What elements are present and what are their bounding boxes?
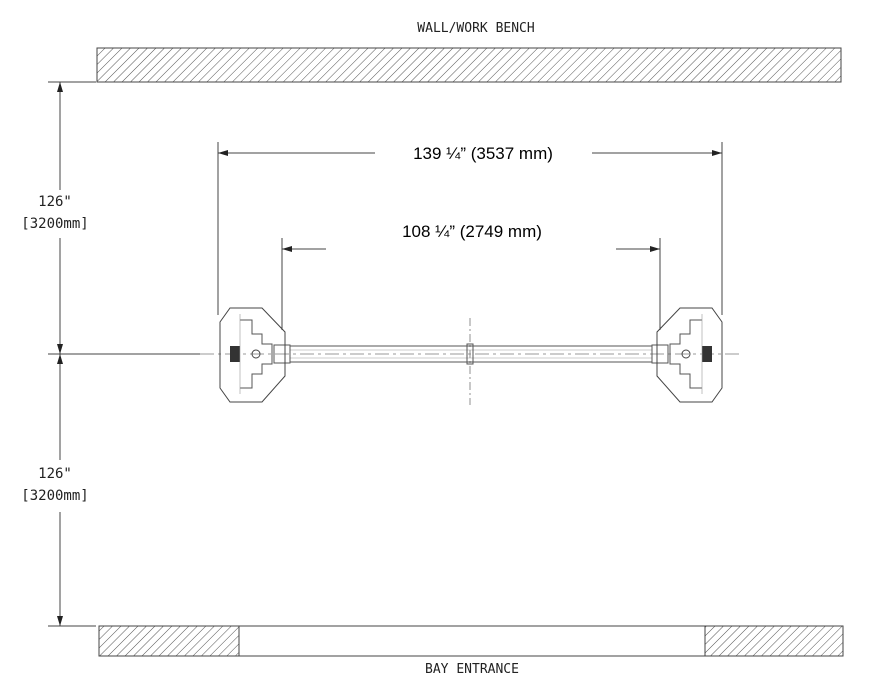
bottom-wall-left-hatch xyxy=(98,625,240,657)
top-wall-label: WALL/WORK BENCH xyxy=(417,21,534,36)
vertical-dimension xyxy=(48,81,200,627)
bottom-clearance-mm: [3200mm] xyxy=(21,488,88,504)
top-clearance-inches: 126" xyxy=(38,194,72,210)
bottom-wall-right-hatch xyxy=(704,625,844,657)
outer-width-dimension xyxy=(217,142,723,315)
inner-width-dimension xyxy=(281,238,661,330)
bottom-wall-label: BAY ENTRANCE xyxy=(425,662,519,677)
left-column-base xyxy=(219,307,286,403)
top-wall-hatch xyxy=(96,47,842,83)
outer-width-label: 139 ¼” (3537 mm) xyxy=(413,144,553,163)
inner-width-label: 108 ¼” (2749 mm) xyxy=(402,222,542,241)
top-clearance-mm: [3200mm] xyxy=(21,216,88,232)
right-column-base xyxy=(656,307,723,403)
bottom-clearance-inches: 126" xyxy=(38,466,72,482)
crossbar xyxy=(273,343,669,365)
